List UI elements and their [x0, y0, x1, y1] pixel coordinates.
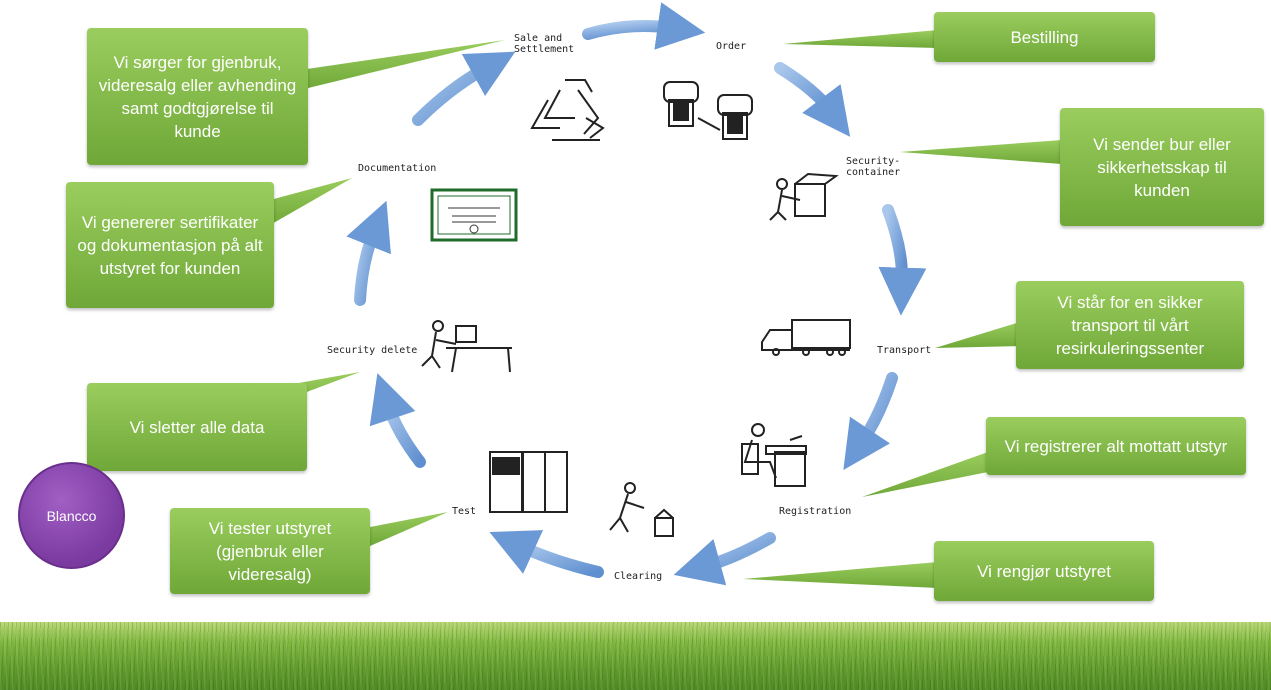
callout-test: Vi tester utstyret (gjenbruk eller vider…	[170, 508, 370, 594]
certificate-icon	[430, 188, 518, 242]
step-label-documentation: Documentation	[358, 163, 437, 174]
recycle-icon	[530, 79, 605, 141]
pointer-documentation	[270, 178, 352, 225]
arrow-sale-to-order	[582, 2, 706, 50]
arrow-registration-to-clearing	[673, 532, 776, 586]
step-label-order: Order	[716, 41, 747, 52]
arrow-documentation-to-sale	[412, 51, 516, 126]
step-label-clearing: Clearing	[614, 571, 663, 582]
blancco-badge: Blancco	[18, 462, 125, 569]
arrow-transport-to-registration	[843, 372, 898, 470]
callout-security-container: Vi sender bur eller sikkerhetsskap til k…	[1060, 108, 1264, 226]
truck-icon	[761, 319, 851, 356]
grass-banner	[0, 622, 1271, 690]
arrow-container-to-transport	[878, 204, 927, 316]
step-label-registration: Registration	[779, 506, 852, 517]
step-label-security-delete: Security delete	[327, 345, 418, 356]
server-rack-icon	[489, 451, 568, 513]
arrow-test-to-delete	[369, 373, 426, 468]
step-label-test: Test	[452, 506, 477, 517]
callout-documentation: Vi genererer sertifikater og dokumentasj…	[66, 182, 274, 308]
arrow-order-to-container	[774, 62, 851, 137]
callout-sale: Vi sørger for gjenbruk, videresalg eller…	[87, 28, 308, 165]
person-packing-icon	[769, 172, 839, 221]
step-label-transport: Transport	[877, 345, 932, 356]
person-cleaning-icon	[609, 482, 674, 537]
pointer-security-container	[900, 140, 1062, 164]
callout-security-delete: Vi sletter alle data	[87, 383, 307, 471]
callout-transport: Vi står for en sikker transport til vårt…	[1016, 281, 1244, 369]
pointer-order	[783, 30, 938, 48]
step-label-sale: Sale and Settlement	[514, 33, 575, 55]
pointer-test	[370, 512, 448, 546]
pointer-transport	[935, 322, 1020, 348]
person-at-desk-icon	[741, 423, 807, 487]
pointer-clearing	[743, 562, 938, 588]
step-label-security-container: Security- container	[846, 156, 901, 178]
pointer-registration	[862, 452, 988, 497]
callout-order: Bestilling	[934, 12, 1155, 62]
callout-registration: Vi registrerer alt mottatt utstyr	[986, 417, 1246, 475]
pointer-sale	[300, 40, 505, 90]
person-deleting-icon	[421, 320, 512, 373]
telephone-icon	[663, 81, 753, 140]
arrow-delete-to-documentation	[346, 200, 391, 306]
arrow-clearing-to-test	[489, 530, 604, 578]
callout-clearing: Vi rengjør utstyret	[934, 541, 1154, 601]
